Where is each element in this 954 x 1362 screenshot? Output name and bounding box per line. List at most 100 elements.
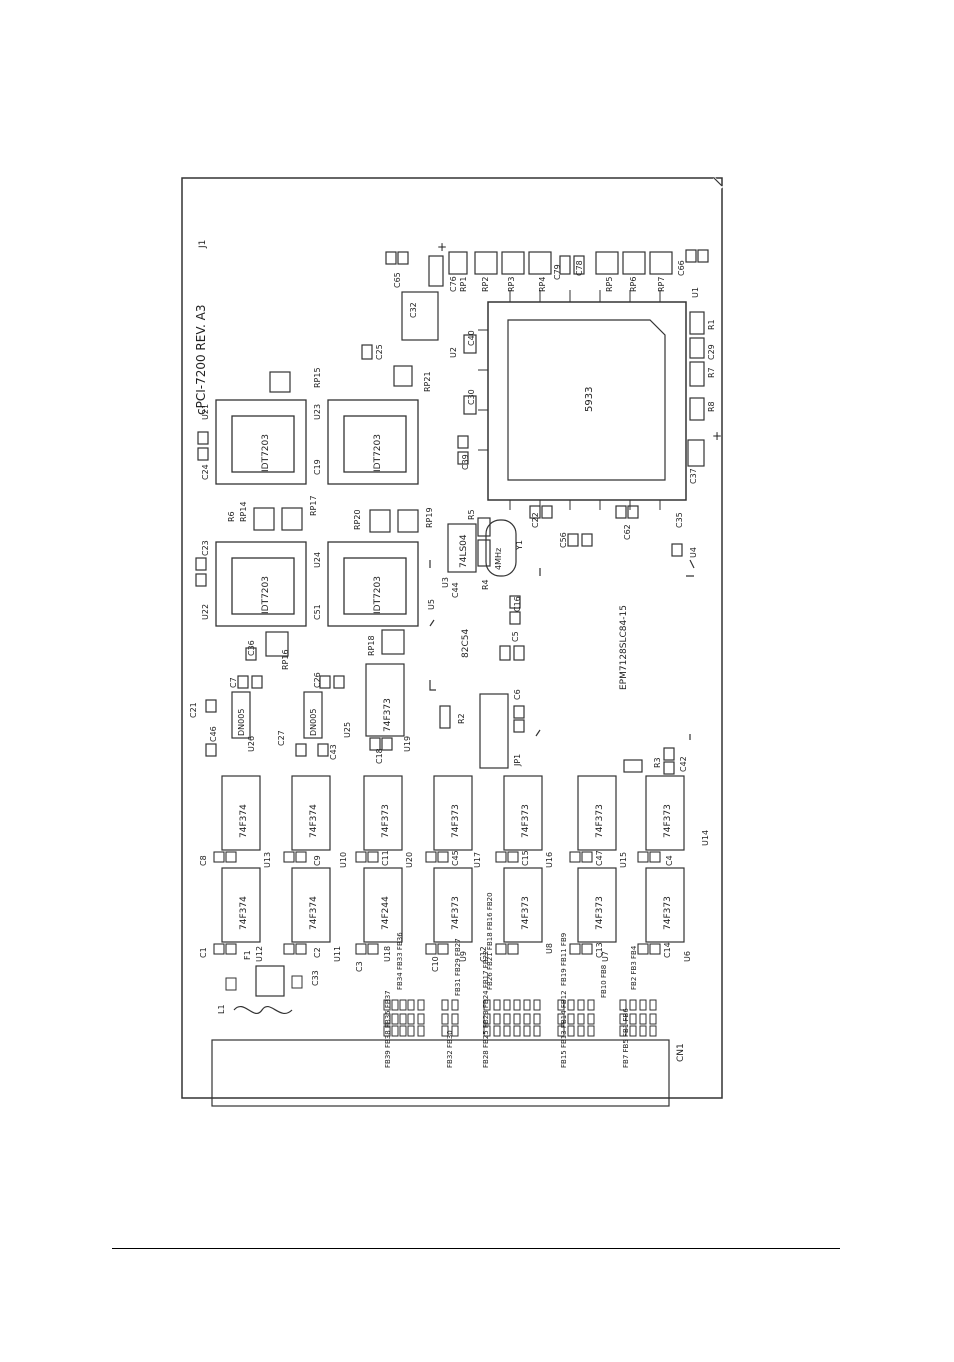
lbl-c46: C46 <box>209 726 218 742</box>
chip-u7-label: 74F373 <box>595 896 605 930</box>
ref-u5: U5 <box>427 599 436 610</box>
lbl-c24: C24 <box>201 464 210 480</box>
lbl-c78: C78 <box>575 260 584 276</box>
lbl-rp20: RP20 <box>353 509 362 530</box>
ref-u20: U20 <box>405 852 414 868</box>
lbl-rp2: RP2 <box>481 277 490 292</box>
lbl-r4: R4 <box>481 579 490 590</box>
lbl-fb-group-j: FB7 FB5 FB1 FB6 <box>622 1008 630 1068</box>
lbl-c16: C16 <box>513 596 522 612</box>
ref-u21: U21 <box>201 404 210 420</box>
lbl-rp18: RP18 <box>367 635 376 656</box>
lbl-c11: C11 <box>381 850 390 866</box>
lbl-c23: C23 <box>201 540 210 556</box>
chip-74ls04 <box>447 523 477 573</box>
latch-row-a <box>221 775 685 851</box>
lbl-c65: C65 <box>393 272 402 288</box>
chip-u13-label: 74F374 <box>239 804 249 838</box>
lbl-rp15: RP15 <box>313 367 322 388</box>
lbl-c35: C35 <box>675 512 684 528</box>
lbl-c47: C47 <box>595 850 604 866</box>
lbl-fb-group-a: FB39 FB38 FB35 FB37 <box>384 990 392 1068</box>
ref-u1: U1 <box>691 287 700 298</box>
ref-u26: U26 <box>247 736 256 752</box>
lbl-f1: F1 <box>243 950 252 960</box>
chip-u26 <box>231 691 251 739</box>
chip-u9-label: 74F373 <box>451 896 461 930</box>
lbl-r5: R5 <box>467 509 476 520</box>
lbl-c39: C39 <box>461 454 470 470</box>
chip-u19 <box>365 663 405 737</box>
ref-u24: U24 <box>313 552 322 568</box>
lbl-rp16: RP16 <box>281 649 290 670</box>
chip-u6-label: 74F373 <box>663 896 673 930</box>
chip-u18-label: 74F244 <box>381 896 391 930</box>
fifo-u22-label: IDT7203 <box>261 576 271 614</box>
chip-82c54-label: 82C54 <box>461 629 471 658</box>
chip-u26-label: DN005 <box>237 709 246 736</box>
lbl-c40: C40 <box>467 330 476 346</box>
lbl-c30: C30 <box>467 389 476 405</box>
ref-u17: U17 <box>473 852 482 868</box>
chip-74ls04-label: 74LS04 <box>459 534 469 568</box>
chip-u25-label: DN005 <box>309 709 318 736</box>
lbl-rp7: RP7 <box>657 277 666 292</box>
latch-row-b <box>221 867 685 943</box>
lbl-fb-group-k: FB2 FB3 FB4 <box>630 945 638 990</box>
lbl-c33: C33 <box>311 970 320 986</box>
lbl-c44: C44 <box>451 582 460 598</box>
chip-u10-label: 74F374 <box>309 804 319 838</box>
lbl-c43: C43 <box>329 744 338 760</box>
lbl-rp14: RP14 <box>239 501 248 522</box>
lbl-r1: R1 <box>707 319 716 330</box>
label-j1: J1 <box>198 240 208 249</box>
lbl-l1: L1 <box>217 1004 226 1014</box>
lbl-u2: U2 <box>449 347 458 358</box>
lbl-rp4: RP4 <box>538 277 547 292</box>
ref-u10: U10 <box>339 852 348 868</box>
lbl-c76: C76 <box>449 276 458 292</box>
footer-rule <box>112 1248 840 1249</box>
lbl-c25: C25 <box>375 344 384 360</box>
ref-u18: U18 <box>383 946 392 962</box>
ref-u9: U9 <box>459 951 468 962</box>
lbl-rp5: RP5 <box>605 277 614 292</box>
lbl-c45: C45 <box>451 850 460 866</box>
lbl-rp3: RP3 <box>507 277 516 292</box>
lbl-c13: C13 <box>595 942 604 958</box>
lbl-c19: C19 <box>313 459 322 475</box>
lbl-fb-group-f: FB26 FB21 FB18 FB16 FB20 <box>486 892 494 990</box>
chip-u11-label: 74F374 <box>309 896 319 930</box>
lbl-c32: C32 <box>409 302 418 318</box>
lbl-c18: C18 <box>375 748 384 764</box>
lbl-c27: C27 <box>277 730 286 746</box>
lbl-r3: R3 <box>653 757 662 768</box>
lbl-c12: C12 <box>479 946 488 962</box>
chip-u14-label: 74F373 <box>663 804 673 838</box>
lbl-jp1: JP1 <box>513 754 522 767</box>
lbl-r7: R7 <box>707 367 716 378</box>
inductor-l1 <box>233 1006 293 1014</box>
lbl-c22: C22 <box>531 512 540 528</box>
lbl-c4: C4 <box>665 855 674 866</box>
ref-u11: U11 <box>333 946 342 962</box>
fifo-u24-label: IDT7203 <box>373 576 383 614</box>
ref-u8: U8 <box>545 943 554 954</box>
lbl-fb-group-g: FB15 FB13 FB14 FB12 <box>560 990 568 1068</box>
plus-mark-2: + <box>712 429 722 443</box>
lbl-rp1: RP1 <box>459 277 468 292</box>
lbl-c1: C1 <box>199 947 208 958</box>
lbl-c9: C9 <box>313 855 322 866</box>
lbl-u4: U4 <box>689 547 698 558</box>
fifo-u22 <box>215 541 307 627</box>
ref-u12: U12 <box>255 946 264 962</box>
lbl-c14: C14 <box>663 942 672 958</box>
lbl-c21: C21 <box>189 702 198 718</box>
ref-u15: U15 <box>619 852 628 868</box>
lbl-fb-group-h: FB19 FB11 FB9 <box>560 933 568 986</box>
ref-u3: U3 <box>441 577 450 588</box>
board-title: cPCI-7200 REV. A3 <box>194 305 208 416</box>
chip-u15-label: 74F373 <box>595 804 605 838</box>
lbl-c7: C7 <box>229 677 238 688</box>
fifo-u23-label: IDT7203 <box>373 434 383 472</box>
